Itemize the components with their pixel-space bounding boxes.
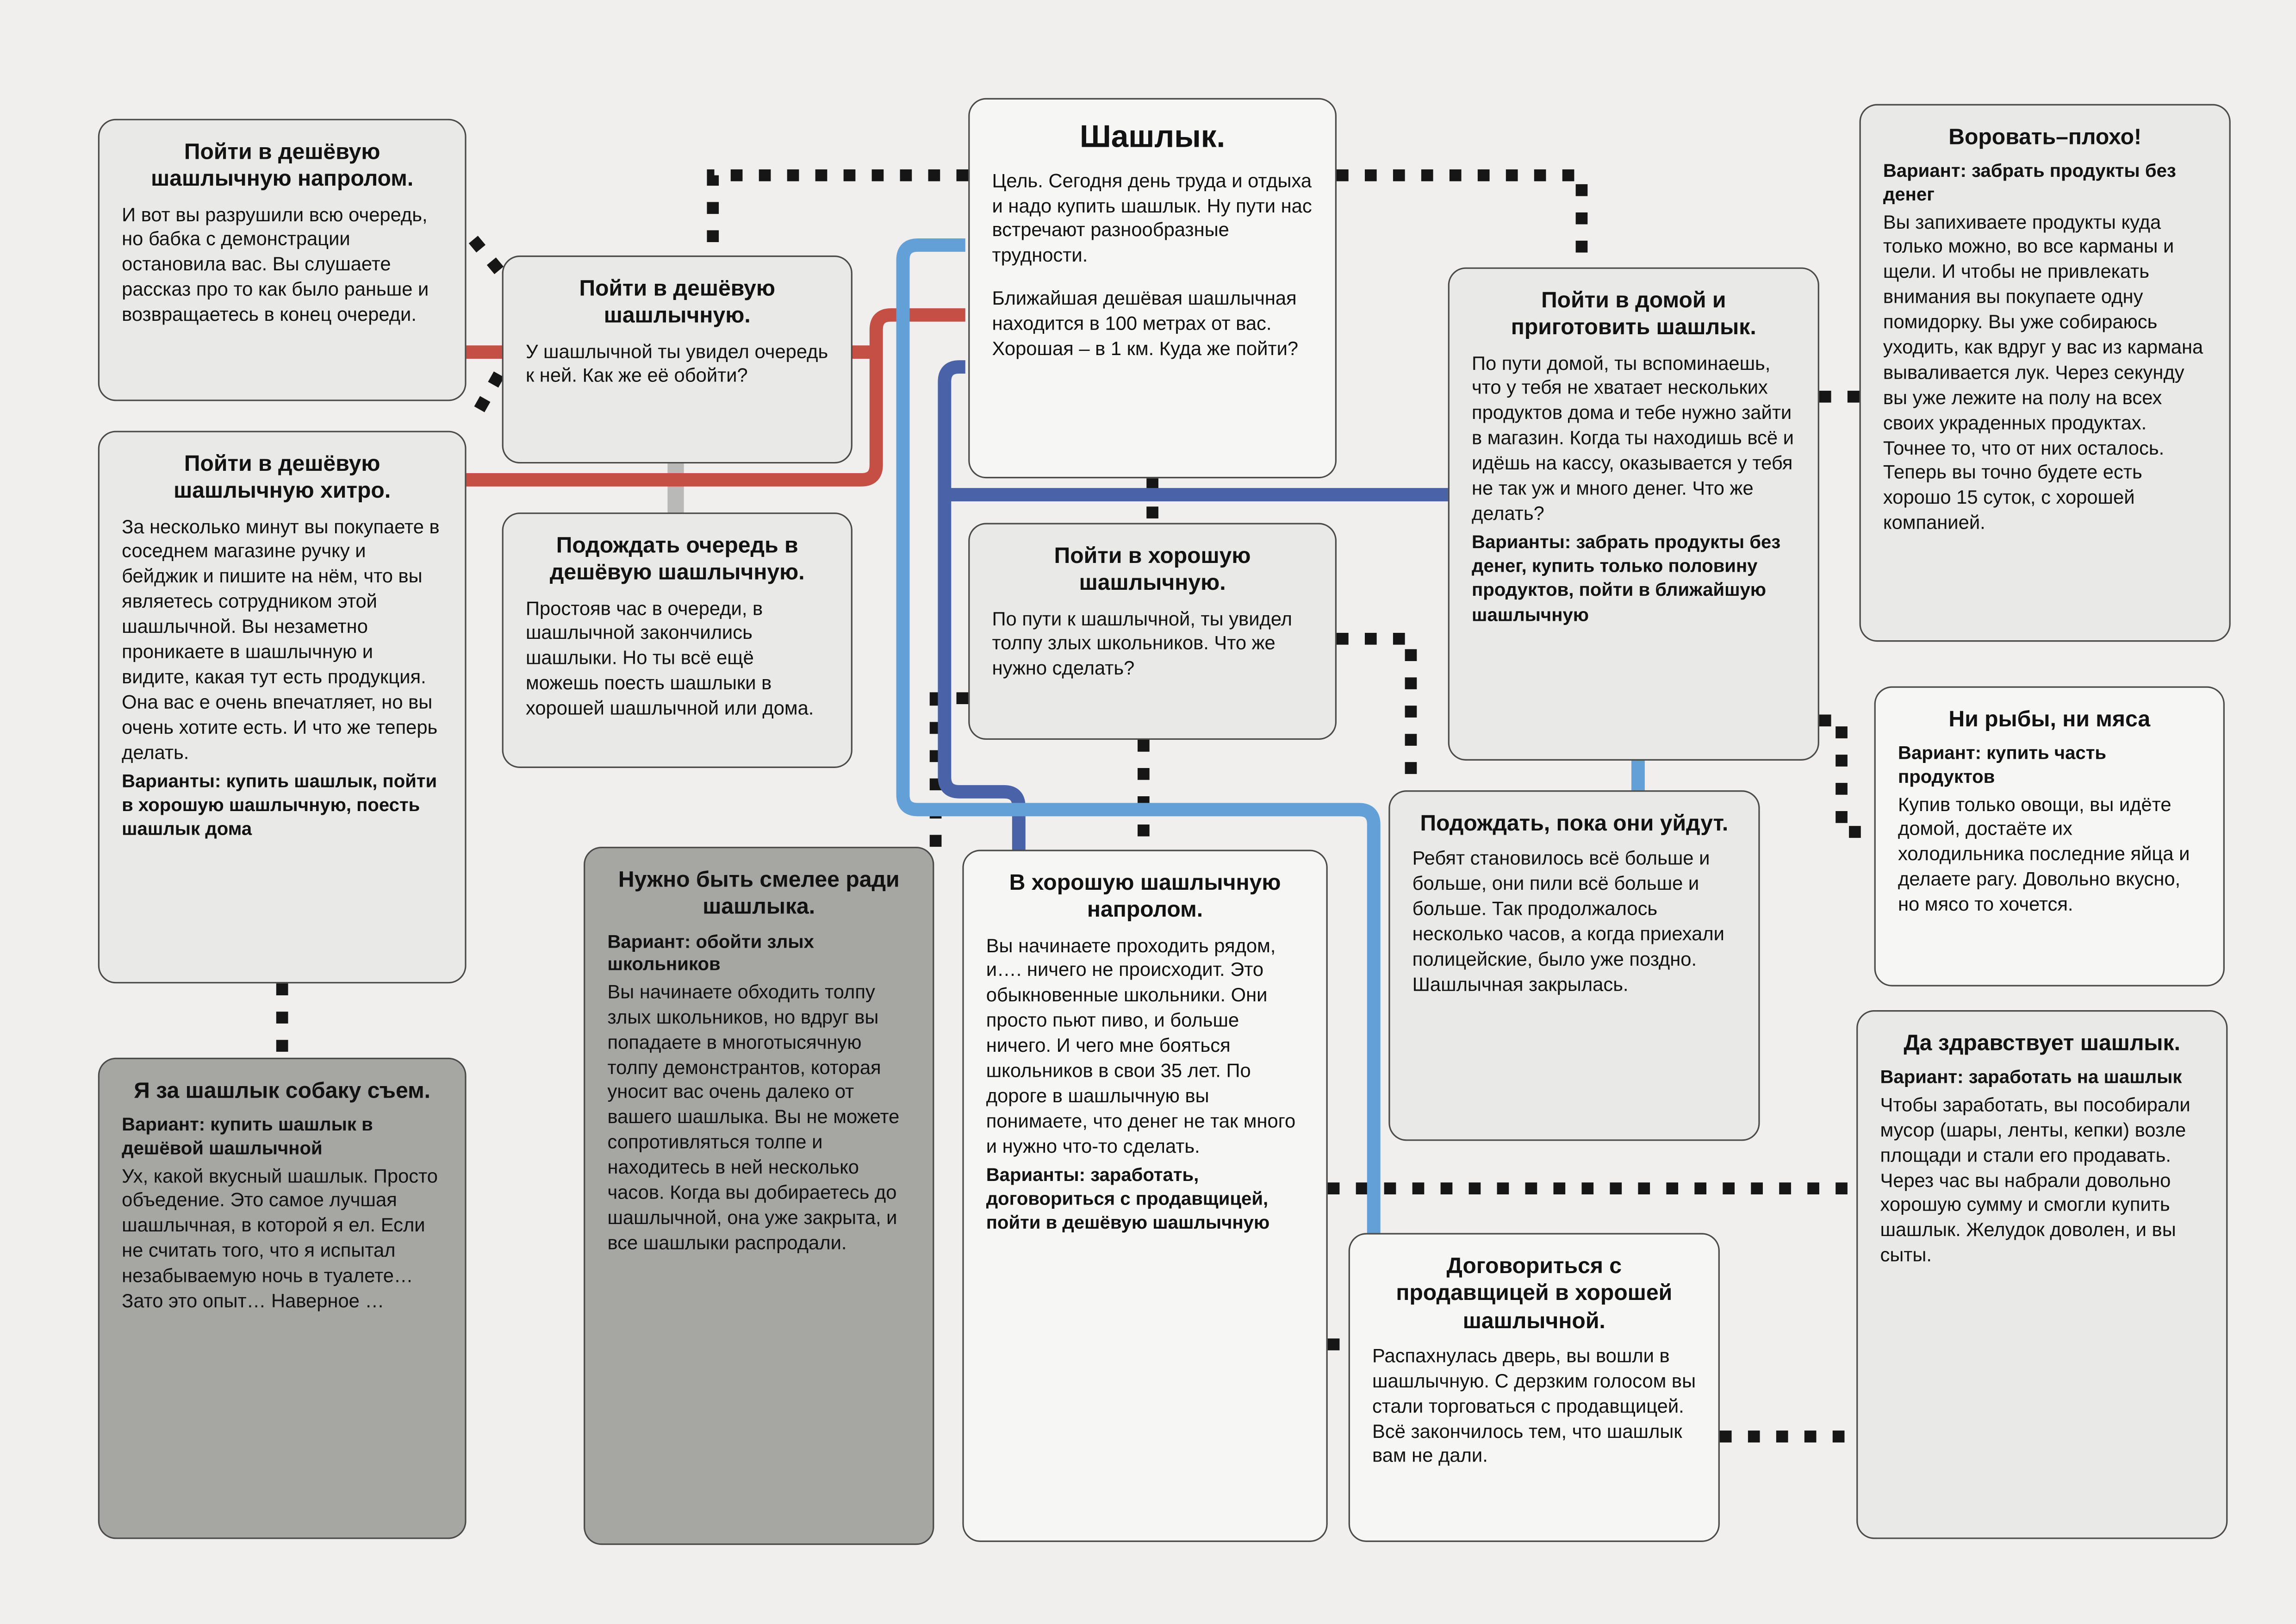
node-body: Вы начинаете обходить толпу злых школьни… — [607, 980, 900, 1254]
node-title: В хорошую шашлычную напролом. — [1009, 870, 1281, 923]
node-body: Ребят становилось всё больше и больше, о… — [1412, 847, 1724, 995]
node-title: Подождать очередь в дешёвую шашлычную. — [549, 533, 805, 586]
node-title: Шашлык. — [1080, 120, 1226, 155]
node-title: Договориться с продавщицей в хорошей шаш… — [1396, 1254, 1673, 1334]
node-variant: Вариант: купить шашлык в дешёвой шашлычн… — [122, 1114, 373, 1159]
connector-red-main — [466, 308, 965, 487]
node-variant: Вариант: обойти злых школьников — [607, 931, 814, 975]
node-body: За несколько минут вы покупаете в соседн… — [122, 515, 440, 763]
node-title: Пойти в хорошую шашлычную. — [1054, 543, 1251, 596]
node-body: У шашлычной ты увидел очередь к ней. Как… — [525, 339, 828, 387]
node-home: Пойти в домой и приготовить шашлык. По п… — [1448, 267, 1819, 761]
node-title: Да здравствует шашлык. — [1904, 1031, 2181, 1056]
node-body: Цель. Сегодня день труда и отдыха и надо… — [992, 169, 1312, 267]
node-dog: Я за шашлык собаку съем. Вариант: купить… — [98, 1057, 467, 1539]
node-title: Я за шашлык собаку съем. — [134, 1078, 431, 1104]
connector-start-to-home — [1337, 169, 1588, 268]
node-body: Чтобы заработать, вы пособирали мусор (ш… — [1880, 1093, 2190, 1266]
node-title: Воровать–плохо! — [1948, 125, 2142, 150]
node-title: Пойти в дешёвую шашлычную хитро. — [174, 451, 391, 504]
connector-good-to-brave — [929, 692, 969, 847]
node-good: Пойти в хорошую шашлычную. По пути к шаш… — [968, 523, 1337, 740]
node-variants: Варианты: забрать продукты без денег, ку… — [1472, 531, 1781, 625]
node-body: Распахнулась дверь, вы вошли в шашлычную… — [1372, 1344, 1696, 1467]
node-body: По пути домой, ты вспоминаешь, что у теб… — [1472, 351, 1794, 525]
node-wait-leave: Подождать, пока они уйдут. Ребят станови… — [1388, 790, 1760, 1141]
connector-darkblue-main — [938, 360, 1026, 850]
node-variant: Вариант: забрать продукты без денег — [1883, 161, 2176, 205]
node-body: Простояв час в очереди, в шашлычной зако… — [525, 596, 814, 719]
node-cheap-trick: Пойти в дешёвую шашлычную хитро. За неск… — [98, 431, 467, 984]
node-start: Шашлык. Цель. Сегодня день труда и отдых… — [968, 98, 1337, 479]
connector-cheap-to-cheaptrick — [467, 371, 504, 425]
node-variant: Вариант: заработать на шашлык — [1880, 1067, 2182, 1088]
node-variants: Варианты: заработать, договориться с про… — [986, 1164, 1270, 1233]
node-body: По пути к шашлычной, ты увидел толпу злы… — [992, 607, 1293, 680]
node-title: Нужно быть смелее ради шашлыка. — [618, 867, 900, 920]
node-earn: Да здравствует шашлык. Вариант: заработа… — [1856, 1010, 2228, 1539]
connector-good-to-waitleave — [1337, 632, 1417, 791]
connector-cheap-to-cheapram — [465, 231, 504, 275]
node-steal: Воровать–плохо! Вариант: забрать продукт… — [1859, 104, 2231, 642]
node-variants: Варианты: купить шашлык, пойти в хорошую… — [122, 770, 437, 840]
node-fish: Ни рыбы, ни мяса Вариант: купить часть п… — [1874, 686, 2225, 987]
node-variant: Вариант: купить часть продуктов — [1898, 743, 2107, 787]
node-wait-queue: Подождать очередь в дешёвую шашлычную. П… — [502, 512, 852, 768]
node-good-ram: В хорошую шашлычную напролом. Вы начинае… — [962, 849, 1328, 1542]
connector-start-to-cheap — [707, 169, 969, 256]
node-title: Пойти в домой и приготовить шашлык. — [1511, 288, 1756, 341]
node-body: Вы начинаете проходить рядом, и…. ничего… — [986, 934, 1296, 1157]
connector-lightblue-main — [896, 238, 1381, 1233]
node-body: Вы запихиваете продукты куда только можн… — [1883, 210, 2203, 534]
node-body: Ух, какой вкусный шашлык. Просто объеден… — [122, 1164, 438, 1312]
node-cheap: Пойти в дешёвую шашлычную. У шашлычной т… — [502, 255, 852, 464]
node-title: Пойти в дешёвую шашлычную напролом. — [151, 139, 414, 192]
node-title: Пойти в дешёвую шашлычную. — [579, 276, 776, 329]
node-title: Ни рыбы, ни мяса — [1948, 707, 2151, 732]
connector-home-to-fish — [1819, 714, 1874, 838]
node-negotiate: Договориться с продавщицей в хорошей шаш… — [1348, 1233, 1720, 1542]
node-brave: Нужно быть смелее ради шашлыка. Вариант:… — [584, 847, 934, 1545]
node-body: Купив только овощи, вы идёте домой, дост… — [1898, 793, 2190, 916]
node-body: Ближайшая дешёвая шашлычная находится в … — [992, 287, 1299, 360]
node-body: И вот вы разрушили всю очередь, но бабка… — [122, 203, 429, 326]
node-title: Подождать, пока они уйдут. — [1420, 811, 1729, 837]
node-cheap-ram: Пойти в дешёвую шашлычную напролом. И во… — [98, 119, 467, 401]
